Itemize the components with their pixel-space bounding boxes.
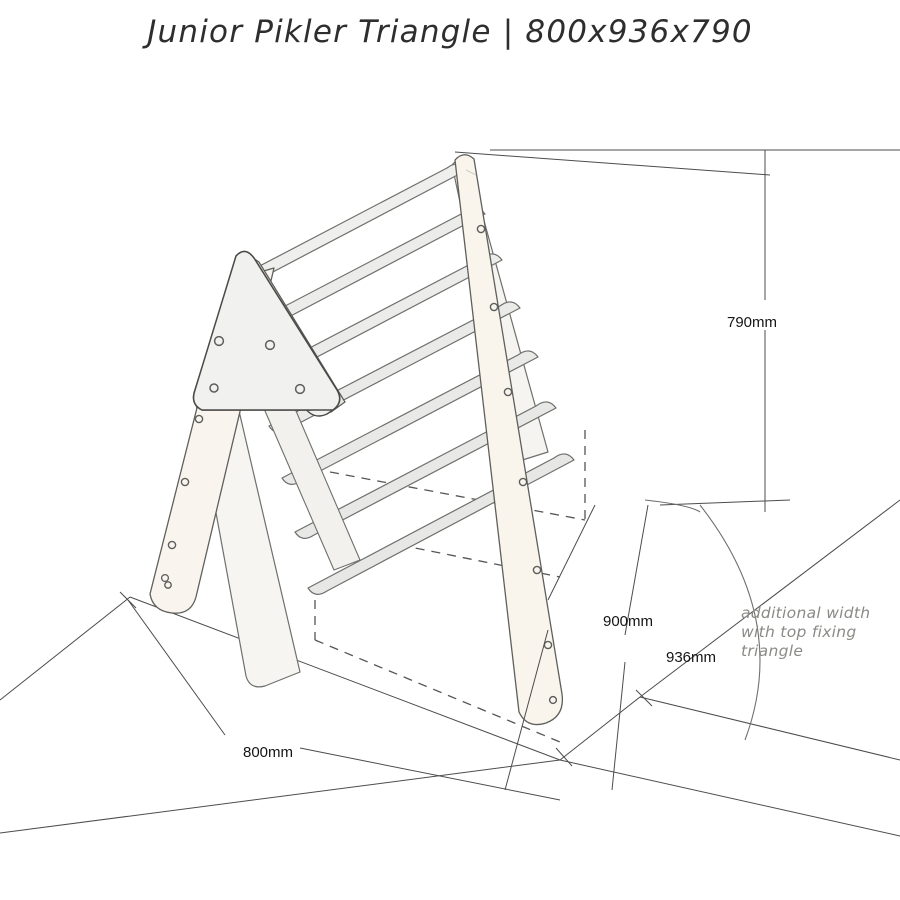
- annotation-line-1: additional width: [741, 604, 871, 622]
- dimension-label-936mm: 936mm: [666, 649, 717, 666]
- ground-plane-lines: [0, 149, 900, 837]
- dimension-label-790mm: 790mm: [727, 314, 778, 331]
- annotation-line-2: with top fixing: [741, 623, 857, 641]
- dimension-lines: [119, 150, 791, 801]
- annotation-line-3: triangle: [741, 642, 804, 660]
- dimension-label-800mm: 800mm: [243, 744, 294, 761]
- feet: [160, 573, 170, 583]
- additional-width-arc: [644, 499, 761, 741]
- front-frame: [149, 154, 564, 726]
- top-fixing-triangle-plate: [192, 250, 346, 417]
- dimension-label-900mm: 900mm: [603, 613, 654, 630]
- front-right-leg: [454, 154, 564, 726]
- page-title: Junior Pikler Triangle | 800x936x790: [147, 14, 753, 50]
- additional-width-annotation: additional width with top fixing triangl…: [741, 604, 870, 661]
